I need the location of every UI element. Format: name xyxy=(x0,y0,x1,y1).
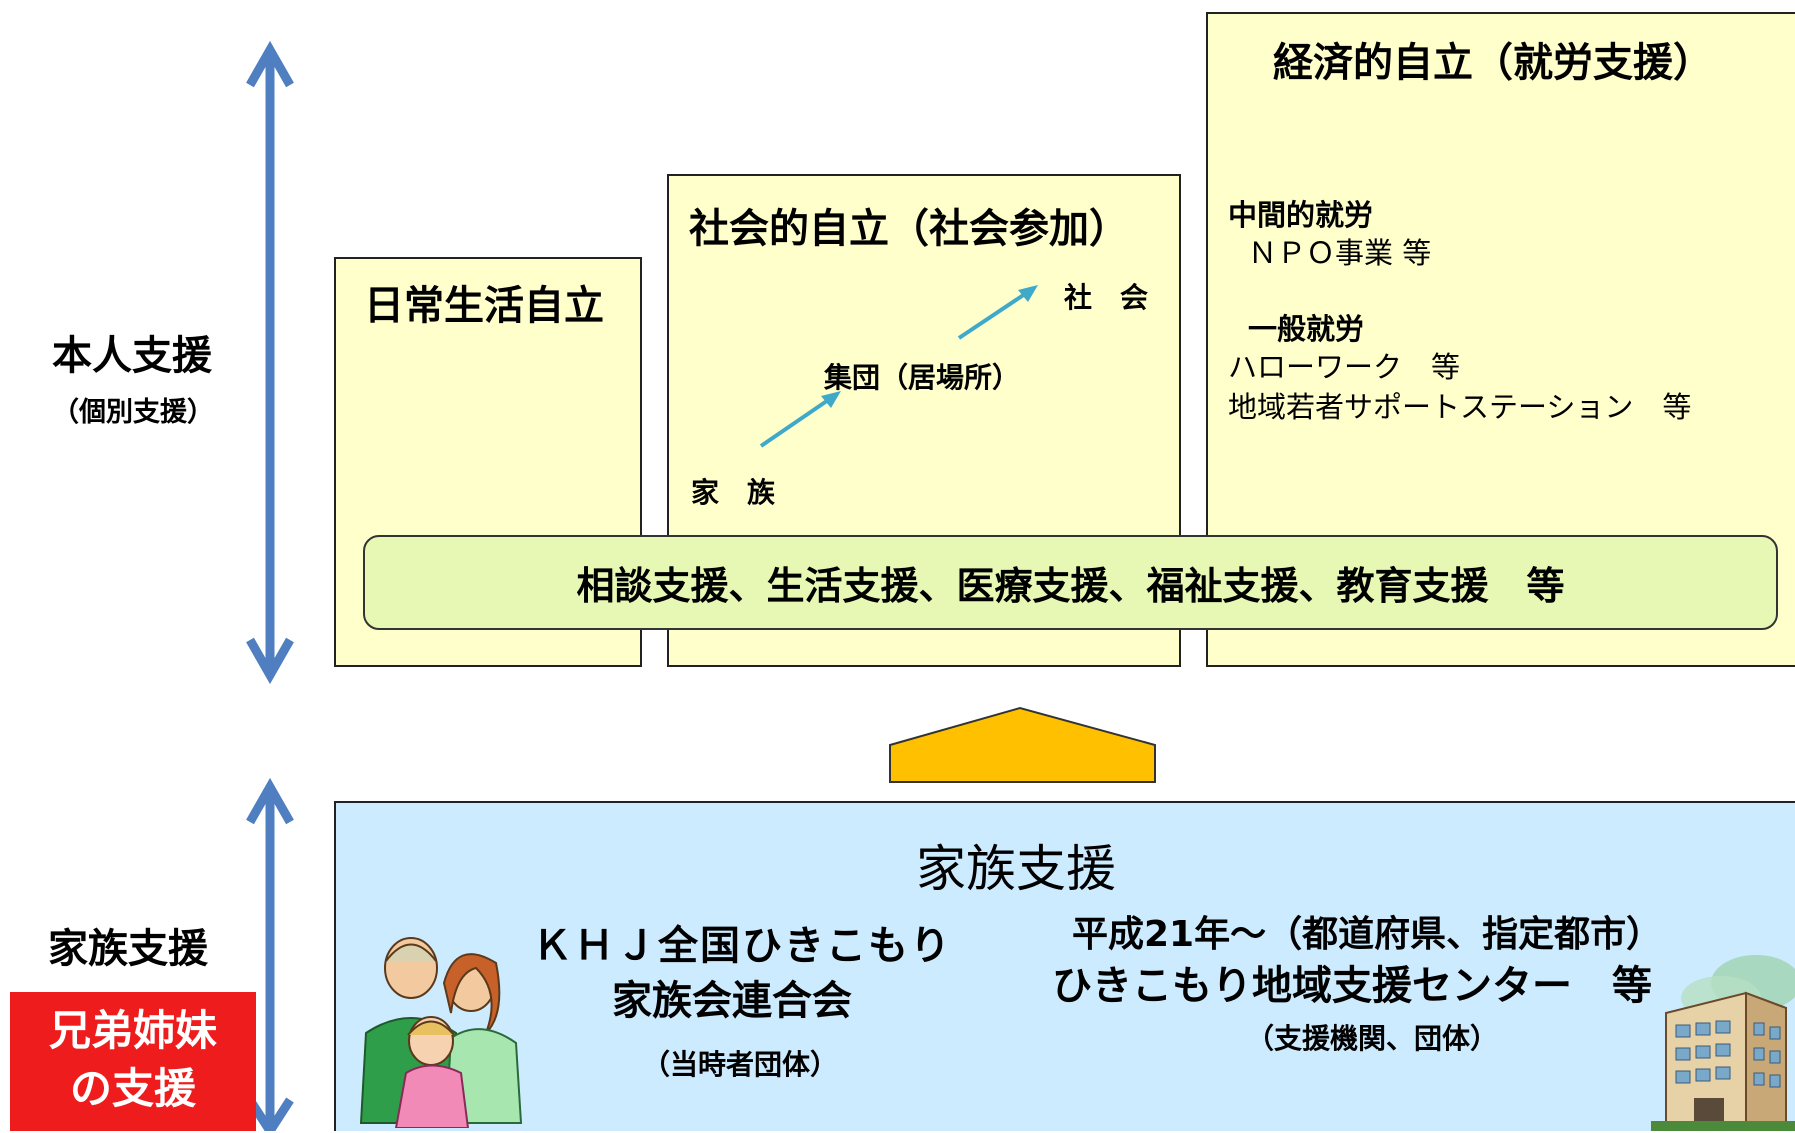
person-support-label: 本人支援 xyxy=(52,333,212,379)
common-support-band: 相談支援、生活支援、医療支援、福祉支援、教育支援 等 xyxy=(363,535,1778,630)
step-group-label: 集団（居場所） xyxy=(824,361,1021,394)
step-society-label: 社 会 xyxy=(1064,281,1149,314)
person-support-sub-label: （個別支援） xyxy=(52,397,214,428)
general-work-item-youth-station: 地域若者サポートステーション 等 xyxy=(1228,390,1692,424)
person-support-double-arrow xyxy=(246,40,294,685)
daily-living-title: 日常生活自立 xyxy=(364,283,604,329)
upward-arrow xyxy=(889,706,1156,783)
family-support-label: 家族支援 xyxy=(48,926,208,972)
intermediate-work-item: ＮＰＯ事業 等 xyxy=(1248,236,1432,270)
family-support-panel: 家族支援 ＫＨＪ全国ひきこもり 家族会連合会 （当時者団体） 平成21年～（都道… xyxy=(334,801,1795,1131)
khj-sub-label: （当時者団体） xyxy=(642,1048,839,1081)
family-illustration-icon xyxy=(359,937,523,1128)
economic-independence-title: 経済的自立（就労支援） xyxy=(1273,40,1713,86)
common-support-text: 相談支援、生活支援、医療支援、福祉支援、教育支援 等 xyxy=(576,564,1565,608)
building-illustration-icon xyxy=(1651,955,1795,1131)
khj-name-line2: 家族会連合会 xyxy=(612,978,852,1024)
social-independence-title: 社会的自立（社会参加） xyxy=(689,206,1129,252)
general-work-item-hellowork: ハローワーク 等 xyxy=(1228,350,1461,384)
support-center-line2: ひきこもり地域支援センター 等 xyxy=(1052,963,1652,1009)
social-step-arrows xyxy=(759,285,1038,448)
general-work-heading: 一般就労 xyxy=(1248,312,1365,346)
support-center-sub-label: （支援機関、団体） xyxy=(1246,1022,1499,1055)
step-family-label: 家 族 xyxy=(691,476,776,509)
intermediate-work-heading: 中間的就労 xyxy=(1228,198,1374,232)
family-support-panel-title: 家族支援 xyxy=(916,840,1116,898)
khj-name-line1: ＫＨＪ全国ひきこもり xyxy=(532,923,952,969)
support-center-line1: 平成21年～（都道府県、指定都市） xyxy=(1072,914,1663,955)
sibling-support-label: 兄弟姉妹 の支援 xyxy=(10,992,256,1131)
family-support-double-arrow xyxy=(246,777,294,1131)
